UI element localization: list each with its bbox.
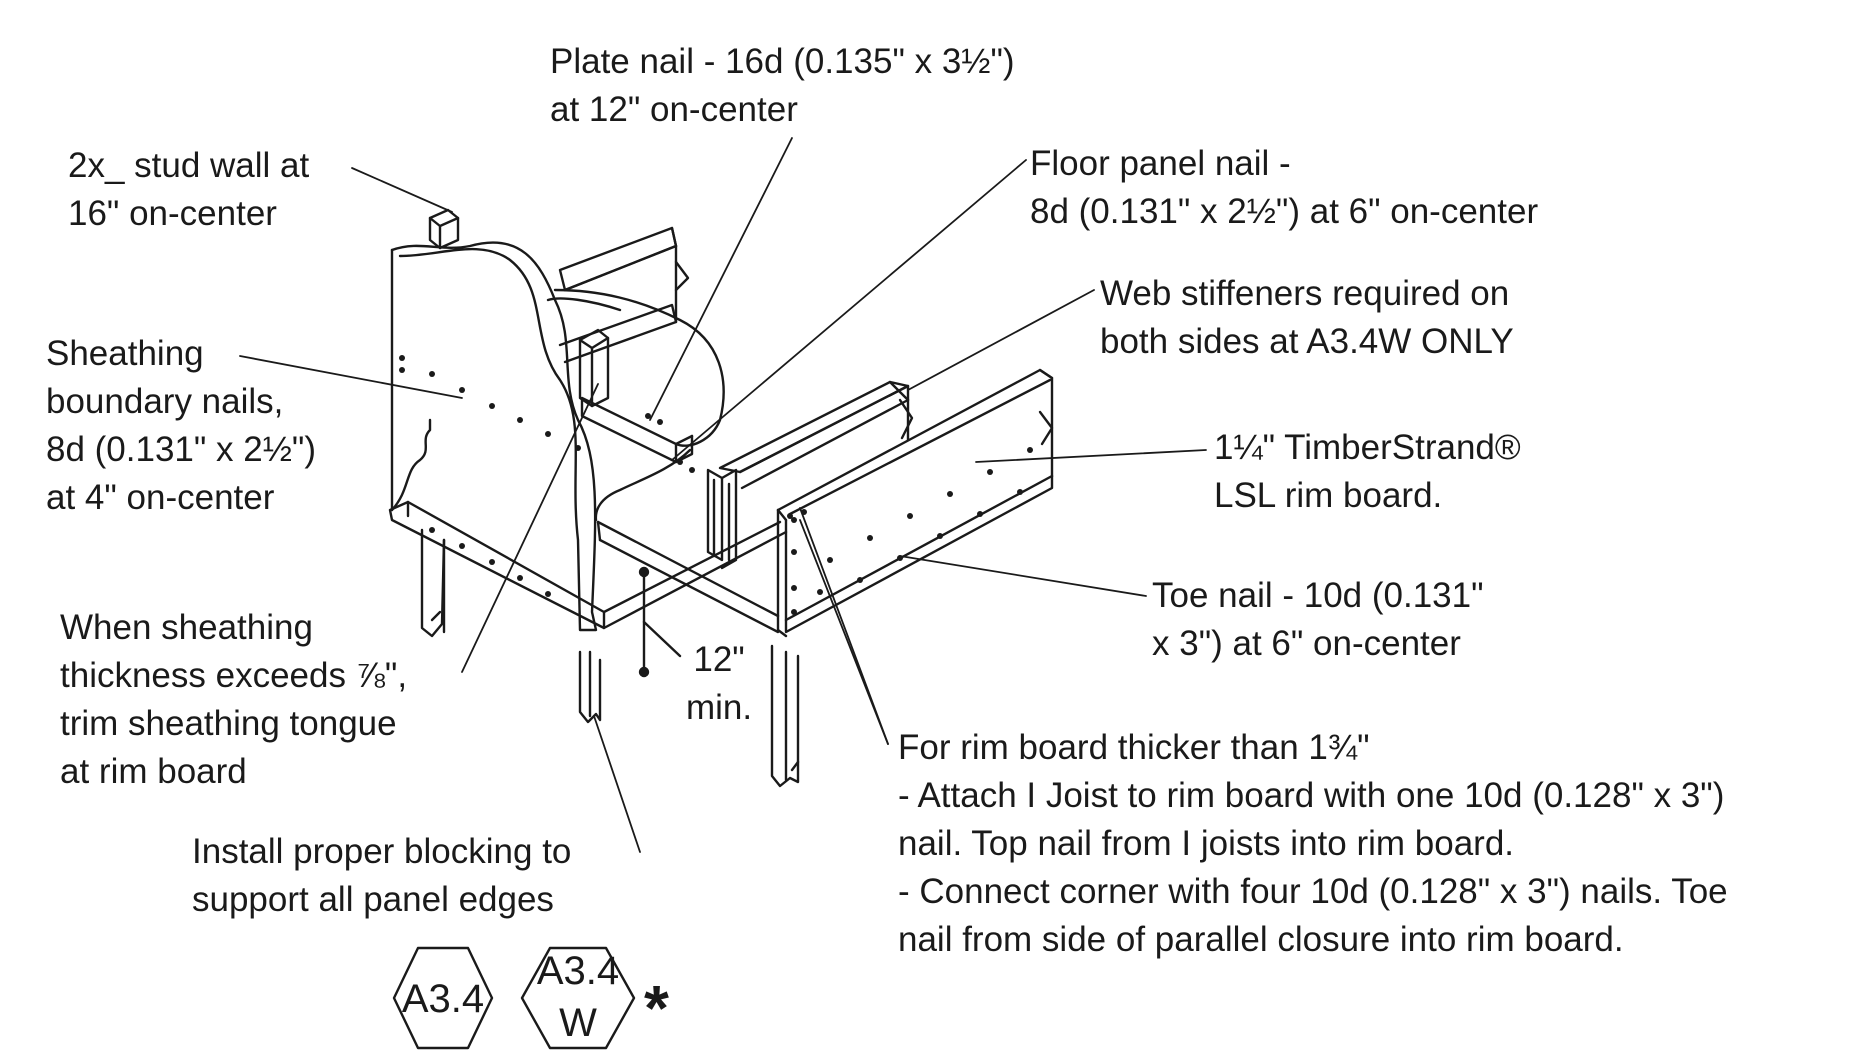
label-min-spacing: 12" min.: [686, 636, 752, 732]
rim-board-line-4: - Connect corner with four 10d (0.128" x…: [898, 872, 1728, 911]
toe-nail-line-1: Toe nail - 10d (0.131": [1152, 576, 1484, 615]
top-plate: [580, 396, 694, 464]
sheathing-nails: [399, 355, 1033, 615]
label-toe-nail: Toe nail - 10d (0.131" x 3") at 6" on-ce…: [1152, 572, 1484, 668]
web-stiffeners-line-1: Web stiffeners required on: [1100, 274, 1510, 313]
web-stiffeners-line-2: both sides at A3.4W ONLY: [1100, 322, 1514, 361]
sheathing-thickness-line-2: thickness exceeds ⅞",: [60, 656, 408, 695]
floor-panel-nail-line-1: Floor panel nail -: [1030, 144, 1291, 183]
dimension-marker: [638, 566, 682, 678]
plate-nail-line-2: at 12" on-center: [550, 90, 798, 129]
timberstrand-line-2: LSL rim board.: [1214, 476, 1443, 515]
label-plate-nail: Plate nail - 16d (0.135" x 3½") at 12" o…: [550, 38, 1015, 134]
label-blocking: Install proper blocking to support all p…: [192, 828, 571, 924]
rear-i-joist: [558, 226, 690, 364]
sheathing-panel: [390, 241, 725, 632]
timberstrand-line-1: 1¼" TimberStrand®: [1214, 428, 1521, 467]
sheathing-thickness-line-4: at rim board: [60, 752, 247, 791]
label-stud-wall: 2x_ stud wall at 16" on-center: [68, 142, 309, 238]
plate-nail-line-1: Plate nail - 16d (0.135" x 3½"): [550, 42, 1015, 81]
front-i-joist: [718, 380, 914, 490]
tag-a3-4w-top-text: A3.4: [537, 949, 619, 993]
rim-board-line-2: - Attach I Joist to rim board with one 1…: [898, 776, 1725, 815]
label-sheathing-boundary: Sheathing boundary nails, 8d (0.131" x 2…: [46, 330, 316, 522]
leader-timberstrand: [975, 449, 1207, 463]
label-web-stiffeners: Web stiffeners required on both sides at…: [1100, 270, 1514, 366]
min-spacing-line-2: min.: [686, 688, 753, 727]
leader-web-stiffeners: [907, 289, 1095, 391]
sheathing-boundary-line-1: Sheathing: [46, 334, 204, 373]
min-spacing-line-1: 12": [693, 640, 745, 679]
blocking-line-2: support all panel edges: [192, 880, 554, 919]
sheathing-thickness-line-3: trim sheathing tongue: [60, 704, 397, 743]
label-floor-panel-nail: Floor panel nail - 8d (0.131" x 2½") at …: [1030, 140, 1538, 236]
sheathing-boundary-line-4: at 4" on-center: [46, 478, 275, 517]
sheathing-boundary-line-2: boundary nails,: [46, 382, 284, 421]
label-timberstrand: 1¼" TimberStrand® LSL rim board.: [1214, 424, 1521, 520]
leader-blocking: [593, 715, 641, 853]
support-post: [420, 528, 800, 788]
blocking-line-1: Install proper blocking to: [192, 832, 572, 871]
sill-plate: [388, 500, 788, 630]
leader-sheathing-thickness: [461, 383, 599, 673]
leader-plate-nail: [649, 137, 793, 421]
toe-nail-line-2: x 3") at 6" on-center: [1152, 624, 1461, 663]
leader-floor-panel-nail: [671, 159, 1027, 461]
floor-panel-nail-line-2: 8d (0.131" x 2½") at 6" on-center: [1030, 192, 1539, 231]
stud-wall-line-1: 2x_ stud wall at: [68, 146, 310, 185]
rim-board-line-1: For rim board thicker than 1¾": [898, 728, 1370, 767]
rim-board-line-5: nail from side of parallel closure into …: [898, 920, 1624, 959]
leader-lines: [239, 137, 1207, 853]
leader-sheathing-boundary: [239, 355, 463, 399]
leader-stud-wall: [351, 167, 453, 213]
sheathing-boundary-line-3: 8d (0.131" x 2½"): [46, 430, 317, 469]
tag-a3-4: [392, 946, 494, 1050]
leader-rim-board-b: [799, 507, 889, 745]
leader-toe-nail: [899, 555, 1147, 597]
tag-a3-4w-bottom-text: W: [559, 1001, 597, 1045]
stud-wall-line-2: 16" on-center: [68, 194, 277, 233]
label-sheathing-thickness: When sheathing thickness exceeds ⅞", tri…: [60, 604, 407, 796]
asterisk-mark: *: [644, 972, 669, 1044]
tag-a3-4-text: A3.4: [402, 977, 484, 1021]
web-stiffener: [706, 468, 738, 570]
sheathing-thickness-line-1: When sheathing: [60, 608, 313, 647]
label-rim-board-thicker: For rim board thicker than 1¾" - Attach …: [898, 724, 1728, 964]
rim-board-line-3: nail. Top nail from I joists into rim bo…: [898, 824, 1515, 863]
tag-a3-4w: [520, 946, 636, 1050]
stud-wall: [428, 208, 610, 408]
